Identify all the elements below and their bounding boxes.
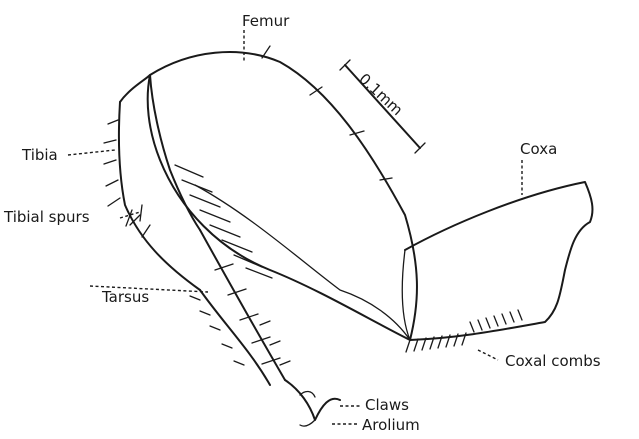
coxal-combs-bristles: [406, 310, 522, 352]
label-arolium: Arolium: [362, 416, 420, 434]
label-femur: Femur: [242, 12, 290, 30]
femur-bristles: [175, 165, 272, 278]
tarsus-bristles: [190, 296, 290, 365]
coxa-shape: [402, 182, 592, 340]
label-tibial-spurs: Tibial spurs: [3, 208, 90, 226]
label-claws: Claws: [365, 396, 409, 414]
label-scale: 0.1mm: [355, 70, 406, 119]
label-tibia: Tibia: [21, 146, 58, 164]
label-coxa: Coxa: [520, 140, 557, 158]
tarsus-shape: [200, 230, 285, 385]
label-coxal-combs: Coxal combs: [505, 352, 601, 370]
claws-arolium: [285, 380, 340, 426]
label-tarsus: Tarsus: [101, 288, 149, 306]
tibial-spurs: [104, 120, 150, 237]
